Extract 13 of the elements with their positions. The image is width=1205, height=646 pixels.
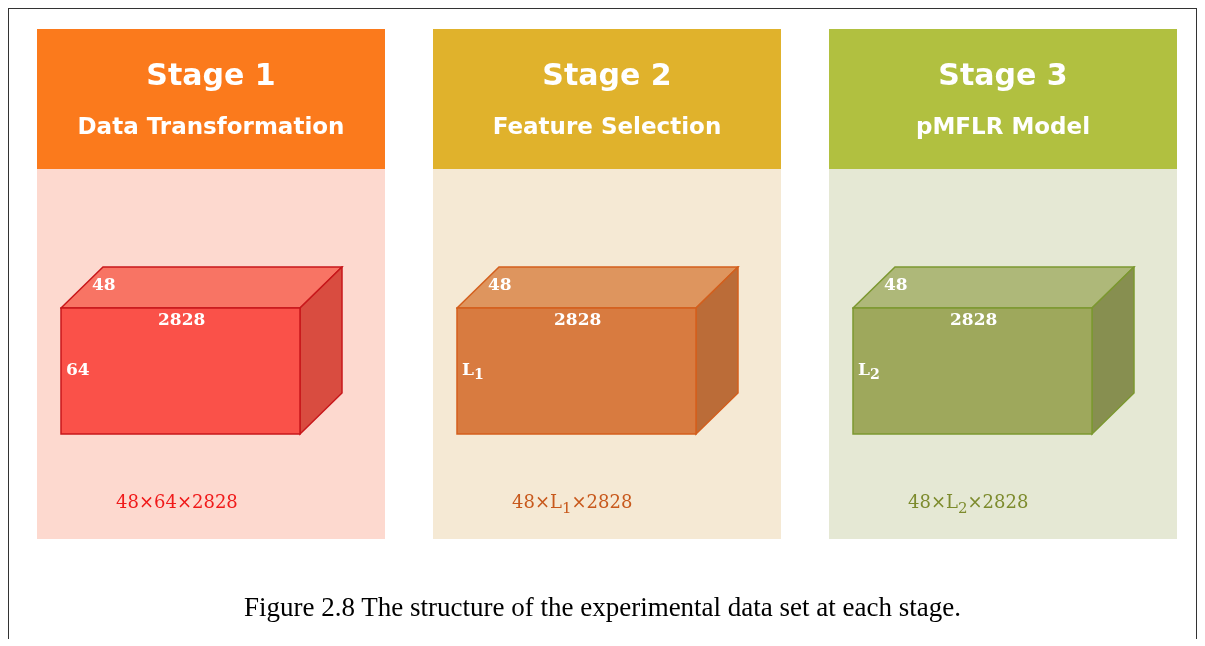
dimension-label: 48 [92,274,116,294]
stage-title: Stage 2 [541,57,673,92]
stage-subtitle: Feature Selection [491,113,723,139]
dimension-label: 48 [884,274,908,294]
figure-caption: Figure 2.8 The structure of the experimental data set at each stage. [243,592,962,623]
dimension-formula: 48×L$_{2}$×2828 [908,491,1029,517]
stage-title: Stage 1 [145,57,277,92]
dimension-formula: 48×64×2828 [116,491,238,512]
stage-subtitle: Data Transformation [76,113,346,139]
dimension-label: 48 [488,274,512,294]
stage-title: Stage 3 [937,57,1069,92]
dimension-formula: 48×L$_{1}$×2828 [512,491,633,517]
stage-subtitle: pMFLR Model [914,113,1092,139]
